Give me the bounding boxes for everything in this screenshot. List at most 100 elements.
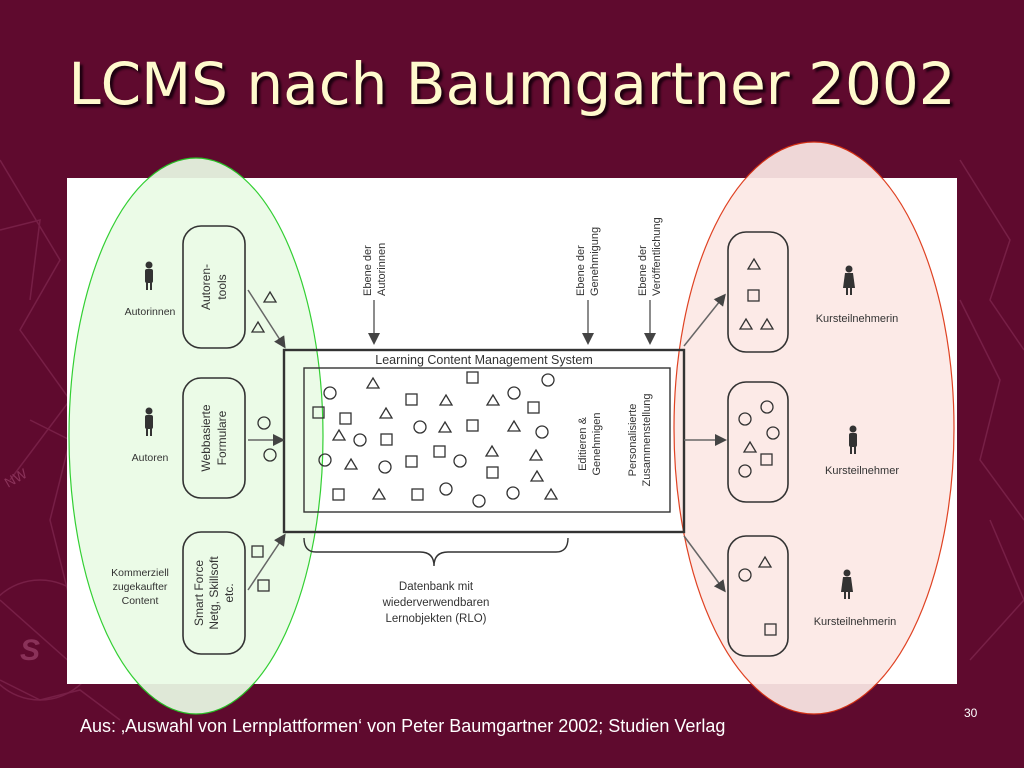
person-icons: [145, 261, 857, 599]
triangle-object: [485, 393, 501, 406]
lcms-to-participant-1-arrow: [683, 293, 726, 347]
square-object: [764, 623, 777, 636]
web-forms-box: [182, 377, 246, 499]
web-forms-label-1: Webbasierte: [199, 404, 213, 471]
authors-highlight-ellipse: [68, 157, 324, 715]
square-object: [747, 289, 760, 302]
participant-label-1: Kursteilnehmerin: [816, 313, 899, 325]
circle-object: [766, 426, 780, 440]
circle-object: [738, 464, 752, 478]
square-object: [332, 488, 345, 501]
circle-object: [507, 386, 521, 400]
participant-box-2: [727, 381, 789, 503]
page-number: 30: [964, 706, 978, 720]
publication-level-label-2: Veröffentlichung: [651, 217, 663, 296]
triangle-object: [506, 419, 522, 432]
square-object: [405, 393, 418, 406]
approval-level-label-2: Genehmigung: [589, 227, 601, 296]
triangle-object: [371, 487, 387, 500]
participant-label-2: Kursteilnehmer: [825, 465, 899, 477]
triangle-object: [484, 444, 500, 457]
triangle-object: [757, 555, 773, 568]
circle-object: [738, 568, 752, 582]
person-icon: [849, 425, 857, 454]
learning-objects: [250, 257, 780, 636]
approval-level-label-1: Ebene der: [575, 245, 587, 296]
participant-box-3: [727, 535, 789, 657]
triangle-object: [438, 393, 454, 406]
triangle-object: [529, 469, 545, 482]
square-object: [466, 419, 479, 432]
triangle-object: [543, 487, 559, 500]
authors-male-label: Autoren: [132, 452, 169, 464]
square-object: [312, 406, 325, 419]
circle-object: [318, 453, 332, 467]
commercial-content-label-1: Kommerziell: [111, 567, 169, 579]
square-object: [760, 453, 773, 466]
square-object: [405, 455, 418, 468]
commercial-tools-label-2: Netg, Skillsoft: [207, 556, 221, 630]
circle-object: [257, 416, 271, 430]
lcms-to-participant-3-arrow: [683, 535, 726, 593]
triangle-object: [437, 420, 453, 433]
web-forms-label-2: Formulare: [215, 410, 229, 465]
triangle-object: [331, 428, 347, 441]
authors-level-label-1: Ebene der: [362, 245, 374, 296]
person-icon: [841, 569, 853, 599]
lcms-title: Learning Content Management System: [375, 353, 593, 367]
circle-object: [353, 433, 367, 447]
edit-approve-label-1: Editieren &: [577, 416, 589, 470]
person-icon: [843, 265, 855, 295]
circle-object: [378, 460, 392, 474]
triangle-object: [738, 317, 754, 330]
circle-object: [535, 425, 549, 439]
square-object: [380, 433, 393, 446]
circle-object: [263, 448, 277, 462]
source-caption: Aus: ‚Auswahl von Lernplattformen‘ von P…: [80, 716, 726, 736]
database-brace: [303, 537, 569, 567]
person-icon: [145, 407, 153, 436]
authoring-tools-label-1: Autoren-: [199, 264, 213, 310]
square-object: [339, 412, 352, 425]
circle-object: [439, 482, 453, 496]
square-object: [466, 371, 479, 384]
square-object: [433, 445, 446, 458]
personalized-label-2: Zusammenstellung: [641, 394, 653, 487]
square-object: [411, 488, 424, 501]
authoring-tools-box: [182, 225, 246, 349]
authors-to-lcms-arrow: [247, 289, 286, 349]
database-label-2: wiederverwendbaren: [382, 597, 490, 609]
database-label-1: Datenbank mit: [399, 581, 474, 593]
personalized-label-1: Personalisierte: [627, 404, 639, 477]
circle-object: [541, 373, 555, 387]
slide-title: LCMS nach Baumgartner 2002: [68, 50, 956, 118]
content-to-lcms-arrow: [247, 533, 286, 591]
person-icon: [145, 261, 153, 290]
commercial-content-box: [182, 531, 246, 655]
triangle-object: [742, 440, 758, 453]
svg-text:S: S: [20, 634, 40, 667]
square-object: [486, 466, 499, 479]
participant-label-3: Kursteilnehmerin: [814, 616, 897, 628]
triangle-object: [746, 257, 762, 270]
authors-level-label-2: Autorinnen: [376, 243, 388, 296]
database-label-3: Lernobjekten (RLO): [386, 613, 487, 625]
circle-object: [760, 400, 774, 414]
circle-object: [472, 494, 486, 508]
commercial-content-label-2: zugekaufter: [113, 581, 168, 593]
square-object: [251, 545, 264, 558]
triangle-object: [343, 457, 359, 470]
circle-object: [453, 454, 467, 468]
participant-box-1: [727, 231, 789, 353]
square-object: [527, 401, 540, 414]
triangle-object: [759, 317, 775, 330]
circle-object: [413, 420, 427, 434]
lcms-inner-frame: [303, 367, 671, 513]
publication-level-label-1: Ebene der: [637, 245, 649, 296]
authoring-tools-label-2: tools: [215, 274, 229, 299]
circle-object: [506, 486, 520, 500]
triangle-object: [528, 448, 544, 461]
triangle-object: [250, 320, 266, 333]
